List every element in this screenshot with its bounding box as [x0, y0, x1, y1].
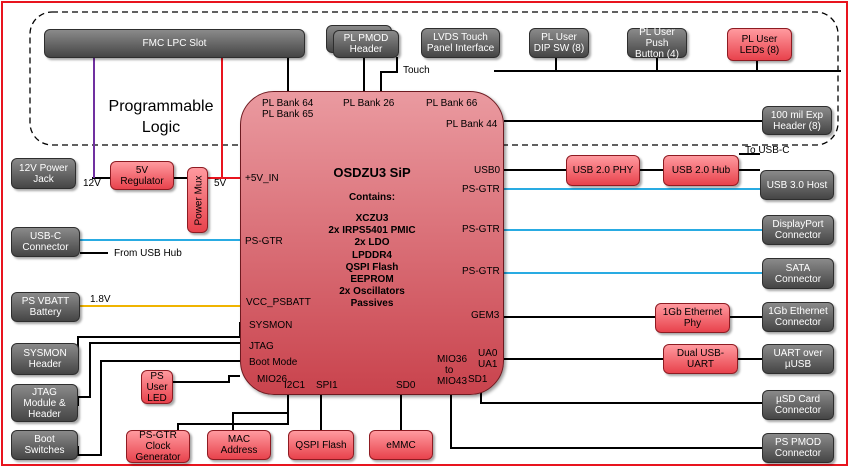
soc-item: EEPROM [350, 274, 394, 286]
power-mux-label: Power Mux [193, 175, 205, 226]
ps-gtr-clock-generator: PS-GTR Clock Generator [126, 430, 190, 463]
pin-jtag: JTAG [249, 341, 274, 352]
pin-mio43: MIO43 [437, 376, 468, 387]
1gb-ethernet-phy: 1Gb Ethernet Phy [655, 303, 730, 333]
sata-connector: SATA Connector [762, 258, 834, 289]
pin-ua1: UA1 [478, 359, 498, 370]
usb2-hub: USB 2.0 Hub [663, 155, 739, 186]
label-12v: 12V [83, 178, 101, 189]
label-1v8: 1.8V [90, 294, 111, 305]
pin-pl-bank-26: PL Bank 26 [343, 98, 395, 109]
pin-mio36: MIO36 [437, 354, 468, 365]
lvds-touch-panel-interface: LVDS Touch Panel Interface [421, 28, 500, 58]
pin-spi1: SPI1 [316, 380, 338, 391]
soc-contents: XCZU3 2x IRPS5401 PMIC 2x LDO LPDDR4 QSP… [240, 213, 504, 311]
soc-item: 2x LDO [354, 237, 390, 249]
pin-ps-gtr-2: PS-GTR [462, 224, 500, 235]
pin-ps-gtr-3: PS-GTR [462, 266, 500, 277]
pl-user-dip-switch: PL User DIP SW (8) [529, 28, 589, 58]
1gb-ethernet-connector: 1Gb Ethernet Connector [762, 302, 834, 332]
pin-vcc-psbatt: VCC_PSBATT [246, 297, 311, 308]
pl-user-leds: PL User LEDs (8) [727, 28, 792, 61]
soc-item: XCZU3 [355, 213, 389, 224]
mac-address: MAC Address [207, 430, 271, 460]
pl-user-push-button: PL User Push Button (4) [627, 27, 687, 60]
label-from-usb-hub: From USB Hub [114, 248, 182, 259]
5v-regulator: 5V Regulator [110, 161, 174, 190]
label-touch: Touch [403, 65, 430, 76]
label-to-usb-c: To USB-C [745, 145, 790, 156]
jtag-module-header: JTAG Module & Header [11, 384, 78, 422]
qspi-flash: QSPI Flash [288, 430, 354, 460]
displayport-connector: DisplayPort Connector [762, 215, 834, 245]
pin-mio-to: to [445, 365, 454, 376]
programmable-logic-label: Programmable Logic [108, 98, 214, 136]
pin-pl-bank-64: PL Bank 64 [262, 98, 314, 109]
label-5v: 5V [214, 178, 227, 189]
pin-sysmon: SYSMON [249, 320, 293, 331]
pin-pl-bank-66: PL Bank 66 [426, 98, 478, 109]
soc-item: Passives [350, 298, 394, 310]
usb3-host: USB 3.0 Host [760, 170, 834, 200]
usb2-phy: USB 2.0 PHY [566, 155, 640, 186]
soc-item: 2x Oscillators [339, 286, 405, 298]
ps-vbatt-battery: PS VBATT Battery [11, 292, 80, 322]
pin-i2c1: I2C1 [284, 380, 306, 391]
pl-pmod-header: PL PMOD Header [333, 30, 399, 58]
soc-item: 2x IRPS5401 PMIC [328, 225, 416, 237]
pin-pl-bank-65: PL Bank 65 [262, 109, 314, 120]
wire-5v [221, 56, 240, 179]
emmc: eMMC [369, 430, 433, 460]
osdzu3-sip [240, 91, 504, 395]
pin-ps-gtr-left: PS-GTR [245, 236, 283, 247]
pin-ua0: UA0 [478, 348, 498, 359]
100mil-exp-header: 100 mil Exp Header (8) [762, 106, 832, 135]
ps-user-led: PS User LED [141, 370, 173, 404]
pin-mio26: MIO26 [257, 374, 288, 385]
soc-title: OSDZU3 SiP [333, 165, 411, 180]
pin-sd1: SD1 [468, 374, 488, 385]
micro-sd-card-connector: µSD Card Connector [762, 390, 834, 420]
ps-pmod-connector: PS PMOD Connector [762, 433, 834, 463]
uart-over-micro-usb: UART over µUSB [762, 344, 834, 374]
pin-gem3: GEM3 [471, 310, 500, 321]
dual-usb-uart: Dual USB-UART [663, 344, 738, 374]
pin-ps-gtr-1: PS-GTR [462, 184, 500, 195]
sysmon-header: SYSMON Header [11, 343, 79, 375]
soc-contains-label: Contains: [348, 192, 396, 203]
soc-item: LPDDR4 [351, 249, 392, 261]
pin-5v-in: +5V_IN [245, 173, 279, 184]
12v-power-jack: 12V Power Jack [11, 158, 76, 189]
pin-boot-mode: Boot Mode [249, 357, 298, 368]
soc-item: QSPI Flash [345, 261, 399, 273]
pin-pl-bank-44: PL Bank 44 [446, 119, 498, 130]
pin-sd0: SD0 [396, 380, 416, 391]
pin-usb0: USB0 [474, 165, 501, 176]
fmc-lpc-slot: FMC LPC Slot [44, 29, 305, 58]
usb-c-connector: USB-C Connector [11, 227, 80, 257]
power-mux: Power Mux [187, 167, 208, 233]
boot-switches: Boot Switches [11, 430, 78, 460]
